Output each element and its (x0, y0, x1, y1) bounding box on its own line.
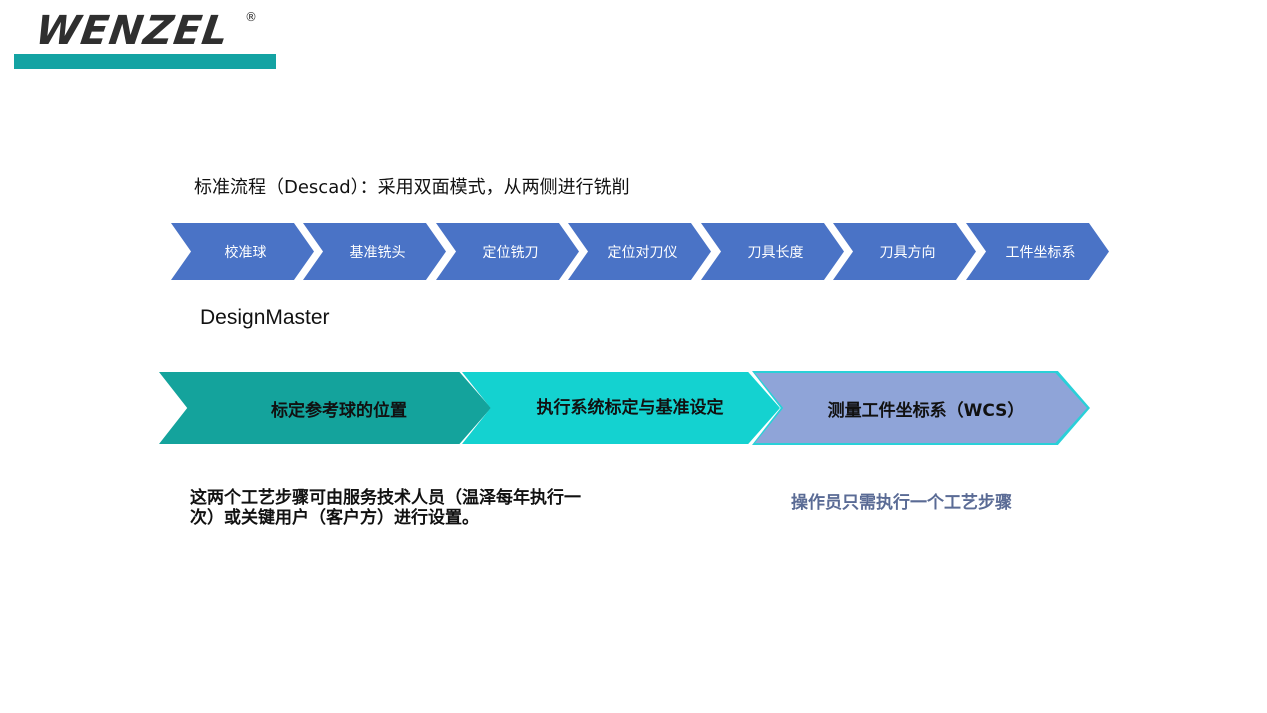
dm-step-measure-wcs: 测量工件坐标系（WCS） (755, 373, 1087, 443)
process-step-tool-length: 刀具长度 (701, 223, 844, 280)
process-step-locate-cutter: 定位铣刀 (436, 223, 579, 280)
dm-step-system-calibration: 执行系统标定与基准设定 (462, 372, 780, 444)
process-step-workpiece-coordinate-system: 工件坐标系 (966, 223, 1109, 280)
standard-process-heading: 标准流程（Descad）：采用双面模式，从两侧进行铣削 (194, 177, 630, 198)
wenzel-logo: WENZEL ® (14, 8, 276, 70)
process-step-tool-direction: 刀具方向 (833, 223, 976, 280)
logo-wordmark: WENZEL (32, 8, 232, 54)
logo-underline-bar (14, 54, 276, 69)
dm-step-measure-wcs-outline: 测量工件坐标系（WCS） (752, 371, 1090, 445)
dm-step-calibrate-reference-sphere: 标定参考球的位置 (159, 372, 491, 444)
process-step-locate-tool-setter: 定位对刀仪 (568, 223, 711, 280)
service-setup-note: 这两个工艺步骤可由服务技术人员（温泽每年执行一次）或关键用户（客户方）进行设置。 (190, 488, 581, 528)
process-step-reference-milling-head: 基准铣头 (303, 223, 446, 280)
operator-note: 操作员只需执行一个工艺步骤 (791, 493, 1012, 513)
registered-mark: ® (245, 10, 257, 24)
designmaster-label: DesignMaster (200, 306, 330, 329)
process-step-calibration-sphere: 校准球 (171, 223, 314, 280)
